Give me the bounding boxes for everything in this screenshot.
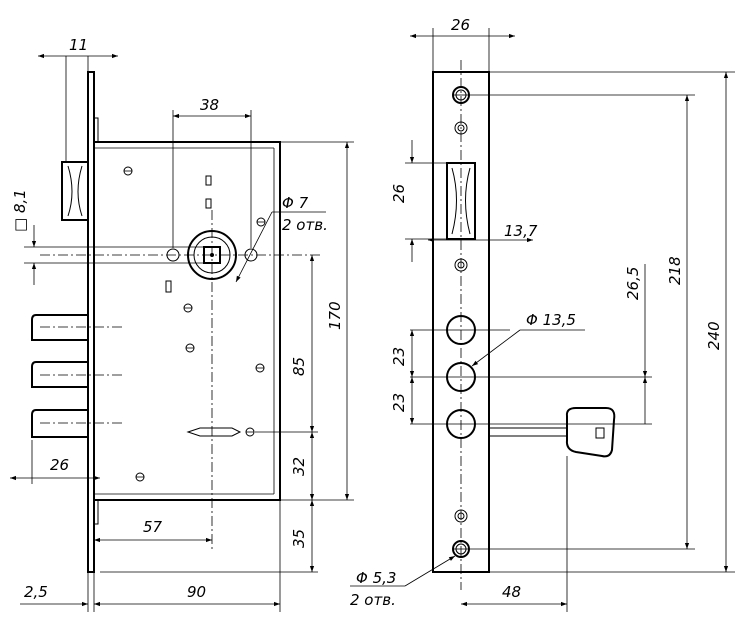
dim-v-240: 240 — [705, 321, 723, 350]
dim-hole-spacing-38: 38 — [200, 96, 219, 114]
dim-backset-57: 57 — [143, 518, 163, 536]
dim-square-8-1: □ 8,1 — [11, 189, 29, 232]
dim-key-48: 48 — [502, 583, 521, 601]
dim-height-170: 170 — [326, 301, 344, 330]
dim-v-218: 218 — [666, 256, 684, 285]
mount-tab-bottom — [94, 499, 99, 525]
dim-height-35: 35 — [290, 529, 308, 548]
rivets — [123, 166, 266, 482]
dim-hole-d7: Φ 7 — [282, 194, 309, 212]
dim-plate-26: 26 — [451, 16, 470, 34]
dim-pitch-23-b: 23 — [390, 393, 408, 412]
dim-cyl-d13-5: Φ 13,5 — [526, 311, 576, 329]
dim-plate-13-7: 13,7 — [504, 222, 538, 240]
lever-slot — [186, 427, 242, 437]
hole-d7-left — [166, 248, 180, 262]
dim-hole-d7-count: 2 отв. — [282, 216, 328, 234]
faceplate-edge — [87, 71, 95, 573]
dim-latch-26: 26 — [390, 184, 408, 203]
deadbolts — [31, 314, 125, 438]
dim-bolt-26: 26 — [50, 456, 69, 474]
dim-height-85: 85 — [290, 357, 308, 376]
dim-height-32: 32 — [290, 457, 308, 476]
bolt-holes — [410, 315, 652, 439]
dim-front-11: 11 — [69, 36, 88, 54]
dim-depth-90: 90 — [187, 583, 206, 601]
lock-front-view: 26 26 13,7 Φ 13,5 23 23 26,5 218 240 — [350, 16, 735, 612]
lock-body — [94, 141, 281, 501]
mount-tab-top — [94, 117, 99, 142]
lock-side-view: 11 38 □ 8,1 Φ 7 2 отв. 170 85 32 35 — [10, 36, 354, 612]
dim-screw-d5-3-count: 2 отв. — [350, 591, 396, 609]
dim-screw-d5-3: Φ 5,3 — [356, 569, 396, 587]
dim-faceplate-2-5: 2,5 — [24, 583, 48, 601]
dim-v-26-5: 26,5 — [624, 267, 642, 300]
hole-d7-right — [244, 248, 258, 262]
dim-pitch-23-a: 23 — [390, 347, 408, 366]
key — [488, 407, 616, 458]
latch-bolt — [61, 161, 89, 221]
